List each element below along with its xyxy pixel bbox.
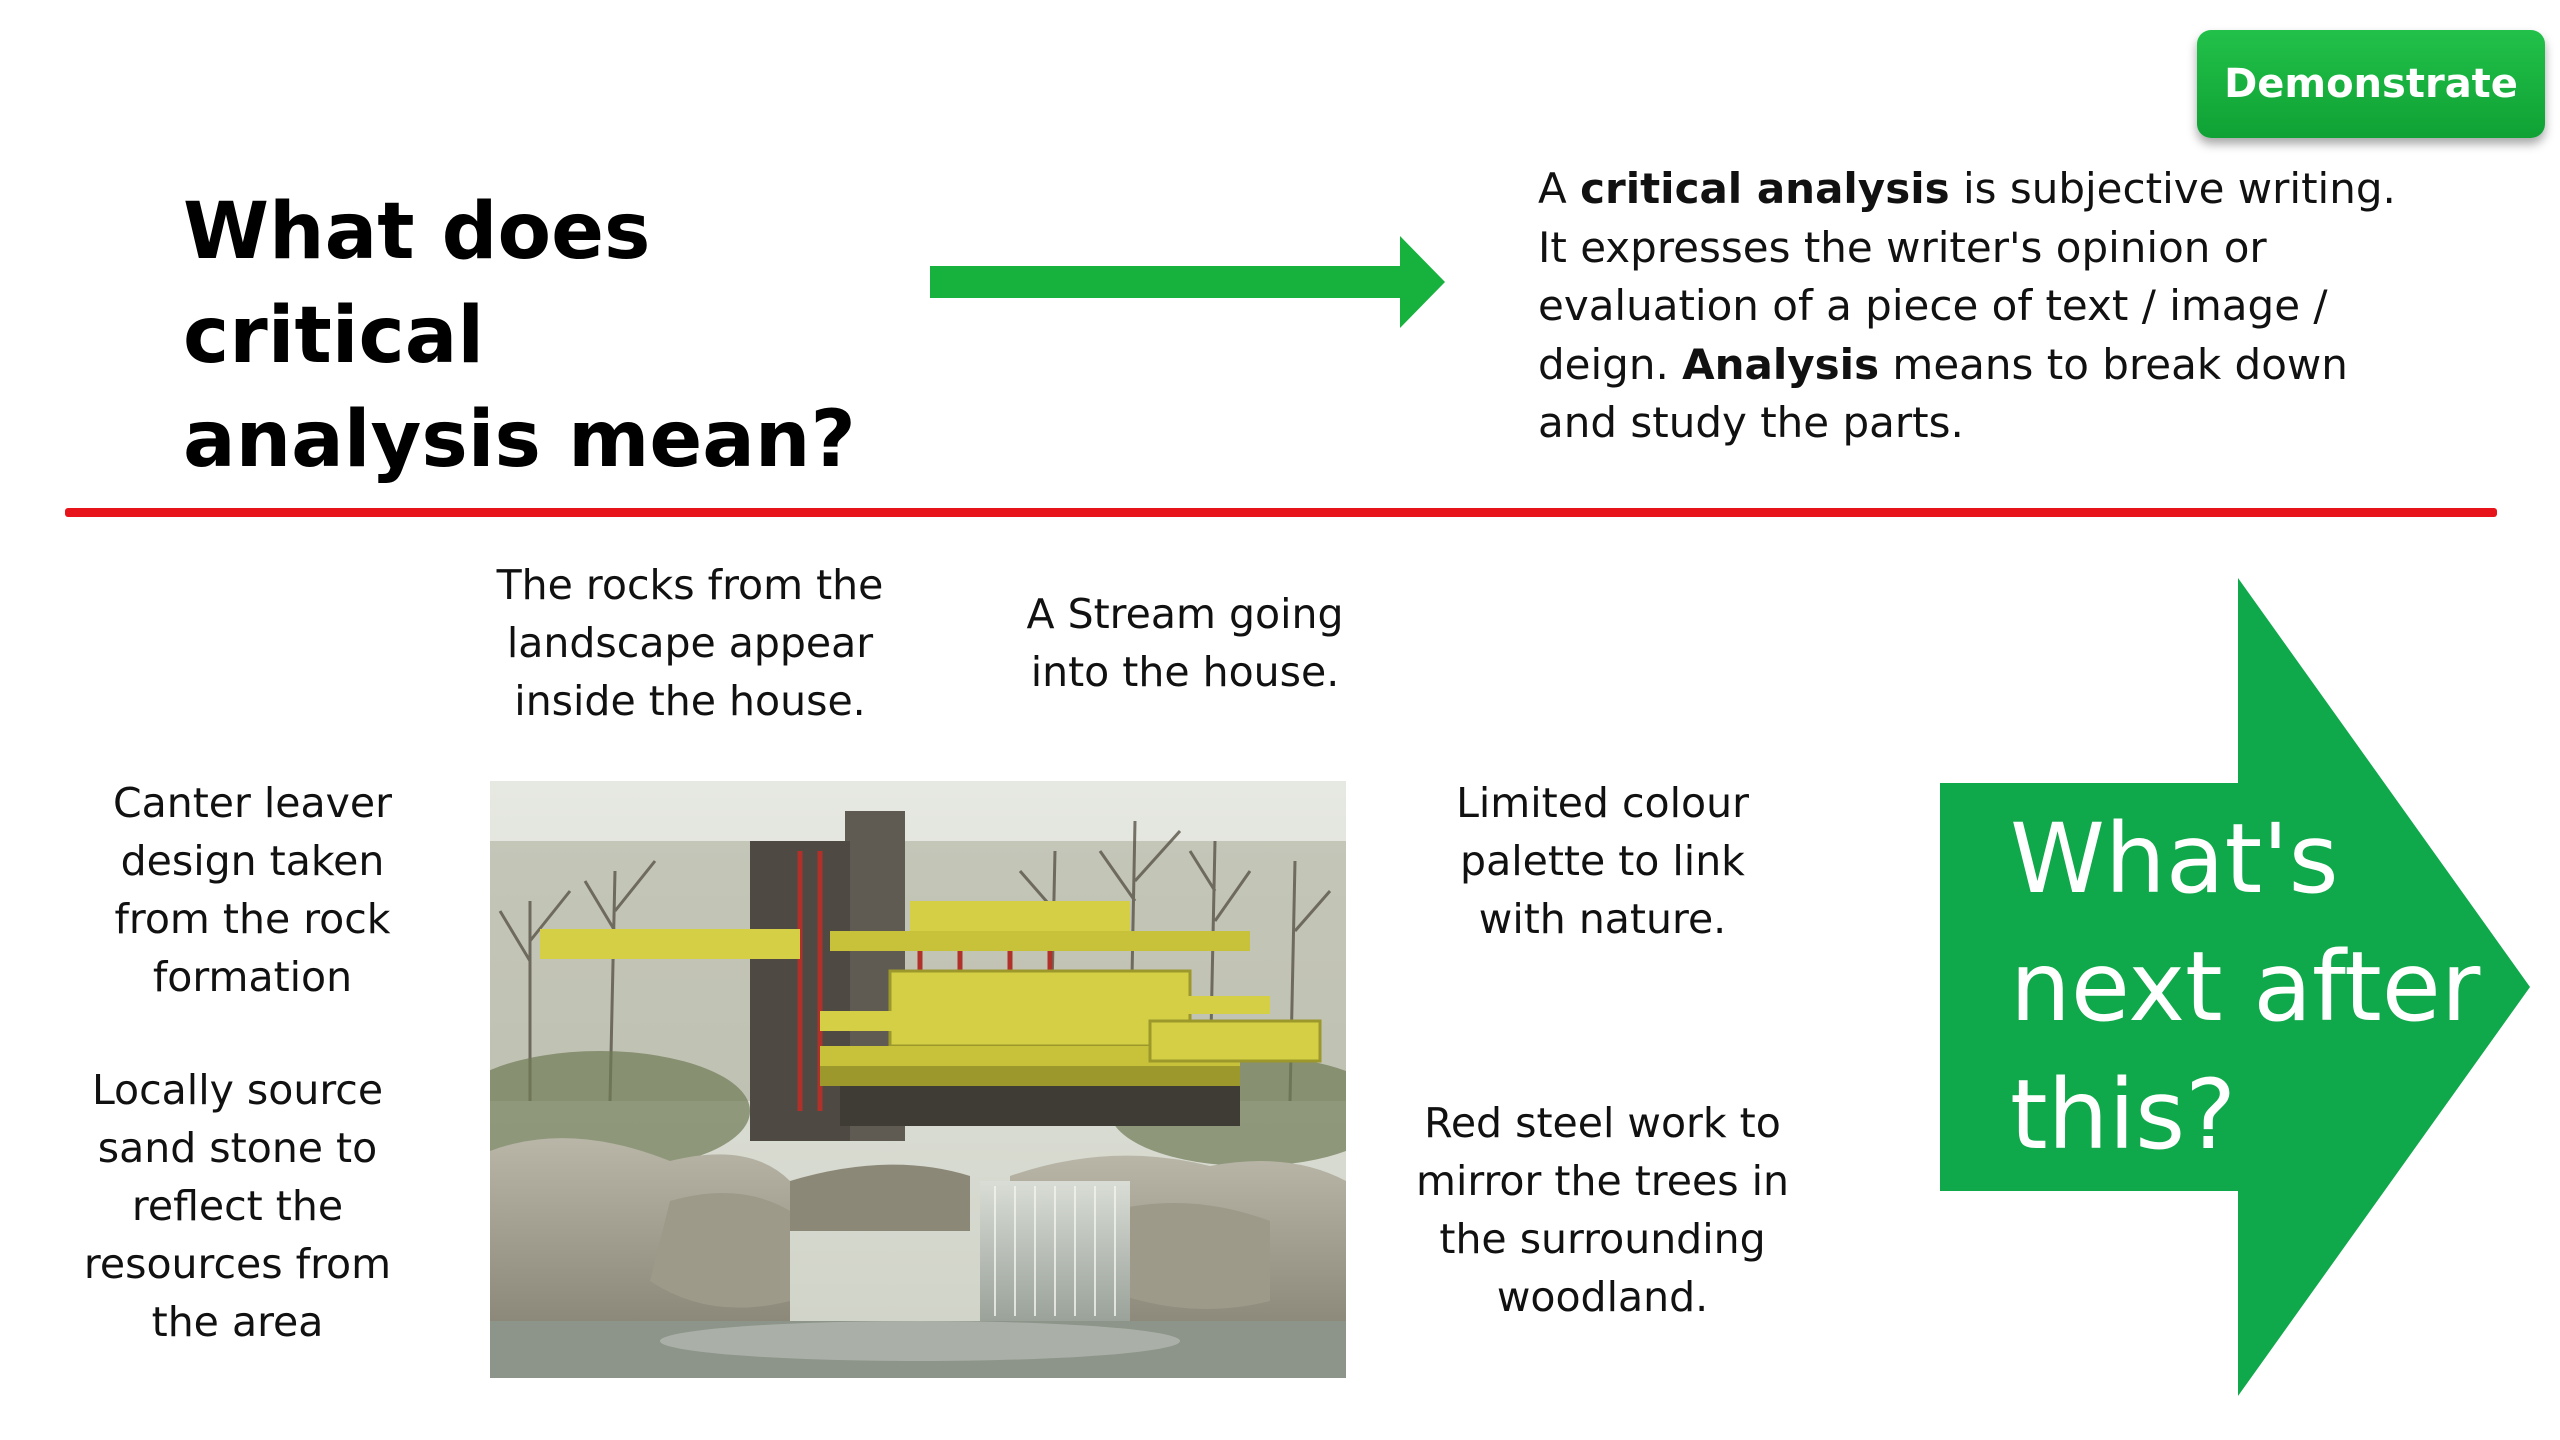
annotation-line: into the house.: [1030, 648, 1340, 696]
annotation-line: Red steel work to: [1424, 1099, 1781, 1147]
annotation-stream: A Stream going into the house.: [1000, 585, 1370, 701]
annotation-red-steel: Red steel work to mirror the trees in th…: [1390, 1094, 1815, 1326]
annotation-line: reflect the: [131, 1182, 344, 1230]
annotation-line: woodland.: [1496, 1273, 1709, 1321]
house-over-waterfall-image: [490, 781, 1346, 1378]
next-arrow-line: this?: [2010, 1059, 2237, 1171]
page-title: What does critical analysis mean?: [183, 180, 943, 492]
annotation-line: inside the house.: [514, 677, 866, 725]
annotation-line: the surrounding: [1439, 1215, 1766, 1263]
title-line-1: What does critical: [183, 187, 651, 381]
demonstrate-button[interactable]: Demonstrate: [2197, 30, 2545, 138]
annotation-line: sand stone to: [97, 1124, 378, 1172]
next-arrow-text: What's next after this?: [2010, 795, 2510, 1179]
annotation-colour: Limited colour palette to link with natu…: [1405, 774, 1800, 948]
annotation-local-stone: Locally source sand stone to reflect the…: [55, 1061, 420, 1351]
definition-part-1: A: [1538, 164, 1581, 213]
definition-text: A critical analysis is subjective writin…: [1538, 160, 2398, 453]
right-arrow-icon: [930, 236, 1445, 328]
annotation-line: Canter leaver: [112, 779, 392, 827]
big-right-arrow-shape[interactable]: [1940, 578, 2530, 1396]
annotation-line: the area: [151, 1298, 324, 1346]
annotation-line: resources from: [83, 1240, 392, 1288]
next-arrow-line: next after: [2010, 931, 2481, 1043]
definition-bold-term-1: critical analysis: [1580, 164, 1950, 213]
annotation-rocks: The rocks from the landscape appear insi…: [470, 556, 910, 730]
red-divider: [65, 508, 2497, 517]
annotation-canter: Canter leaver design taken from the rock…: [70, 774, 435, 1006]
annotation-line: formation: [152, 953, 353, 1001]
annotation-line: Limited colour: [1456, 779, 1749, 827]
annotation-line: A Stream going: [1026, 590, 1344, 638]
annotation-line: design taken: [120, 837, 385, 885]
annotation-line: palette to link: [1460, 837, 1745, 885]
definition-part-2: is subjective writing. It expresses the …: [1538, 164, 2396, 389]
annotation-line: landscape appear: [506, 619, 874, 667]
next-arrow-line: What's: [2010, 803, 2339, 915]
definition-bold-term-2: Analysis: [1682, 339, 1880, 389]
annotation-line: The rocks from the: [496, 561, 884, 609]
annotation-line: from the rock: [114, 895, 391, 943]
annotation-line: mirror the trees in: [1416, 1157, 1789, 1205]
title-line-2: analysis mean?: [183, 395, 856, 485]
annotation-line: Locally source: [91, 1066, 384, 1114]
definition-part-3: means to break down and study the parts.: [1538, 339, 2348, 448]
annotation-line: with nature.: [1478, 895, 1727, 943]
